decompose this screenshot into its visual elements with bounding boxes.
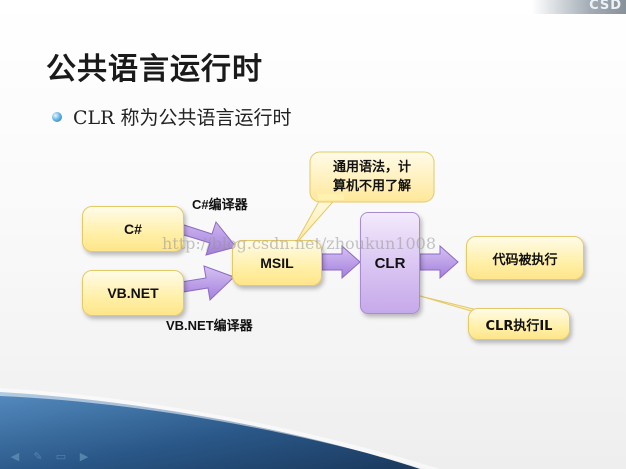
slide-title: 公共语言运行时 [46, 52, 263, 87]
clr-note-box: CLR执行IL [468, 308, 570, 340]
watermark-url: http://blog.csdn.net/zhoukun1008 [162, 234, 436, 253]
bullet-dot-icon [52, 111, 62, 122]
bullet-text: CLR 称为公共语言运行时 [73, 107, 292, 129]
label-csharp-compiler: C#编译器 [192, 197, 248, 212]
pen-icon[interactable]: ✎ [33, 450, 43, 463]
arrow-right-icon[interactable]: ▶ [79, 450, 89, 463]
msil-note-line2: 算机不用了解 [332, 179, 411, 194]
menu-icon[interactable]: ▭ [55, 450, 67, 463]
node-csharp: C# [82, 206, 184, 252]
label-vbnet-compiler: VB.NET编译器 [166, 318, 253, 333]
node-msil: MSIL [232, 240, 322, 286]
node-vbnet: VB.NET [82, 270, 184, 316]
msil-note-box [309, 151, 435, 203]
bottom-wave-band [0, 392, 420, 469]
arrow-msil-to-clr [321, 244, 361, 280]
bottom-wave-highlight [0, 388, 440, 469]
arrow-left-icon[interactable]: ◀ [10, 450, 20, 463]
msil-note-text: 通用语法，计 算机不用了解 [310, 158, 434, 196]
slideshow-nav-bar: ◀ ✎ ▭ ▶ [8, 450, 91, 463]
node-clr: CLR [360, 212, 420, 314]
node-code-executed: 代码被执行 [466, 236, 584, 280]
msil-note-line1: 通用语法，计 [332, 160, 411, 175]
bullet-item: CLR 称为公共语言运行时 [52, 103, 292, 130]
corner-logo: CSD [532, 0, 626, 14]
arrow-clr-to-execute [419, 244, 459, 280]
